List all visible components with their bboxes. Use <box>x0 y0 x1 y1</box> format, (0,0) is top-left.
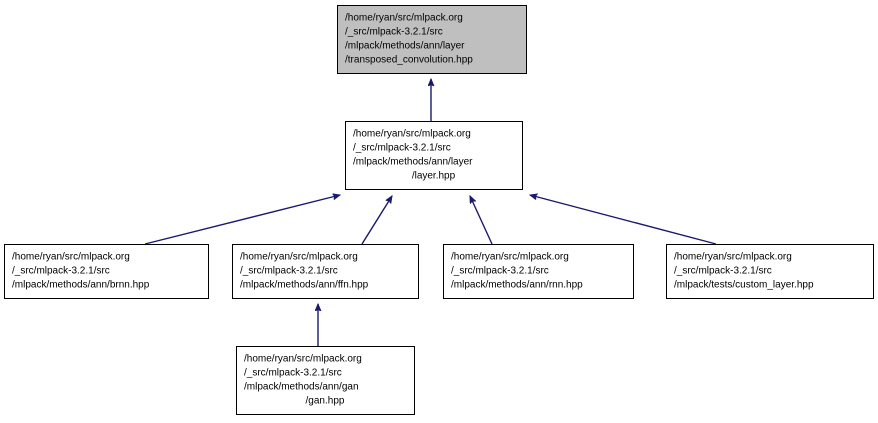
node-label-line: /_src/mlpack-3.2.1/src <box>451 266 549 277</box>
node-box-layer[interactable] <box>345 121 523 190</box>
graph-edge-ffn-to-layer <box>361 196 392 245</box>
node-label-line: /_src/mlpack-3.2.1/src <box>353 143 451 154</box>
graph-node-ffn[interactable]: /home/ryan/src/mlpack.org /_src/mlpack-3.… <box>232 244 419 299</box>
node-label-line: /mlpack/methods/ann/layer <box>353 157 473 168</box>
node-box-gan[interactable] <box>236 346 415 415</box>
node-label-line: /mlpack/tests/custom_layer.hpp <box>674 280 814 291</box>
node-label-line: /home/ryan/src/mlpack.org <box>345 13 463 24</box>
graph-node-rnn[interactable]: /home/ryan/src/mlpack.org /_src/mlpack-3.… <box>443 244 634 299</box>
graph-node-transposed_convolution[interactable]: /home/ryan/src/mlpack.org /_src/mlpack-3.… <box>337 5 527 74</box>
node-label-line: /_src/mlpack-3.2.1/src <box>12 266 110 277</box>
node-label-line: /_src/mlpack-3.2.1/src <box>674 266 772 277</box>
node-box-rnn[interactable] <box>443 244 634 299</box>
graph-edge-custom_layer-to-layer <box>530 195 717 245</box>
node-label-line: /home/ryan/src/mlpack.org <box>240 252 358 263</box>
node-label-line: /_src/mlpack-3.2.1/src <box>345 27 443 38</box>
node-label-line: /_src/mlpack-3.2.1/src <box>244 368 342 379</box>
node-label-line: /home/ryan/src/mlpack.org <box>244 354 362 365</box>
graph-nodes: /home/ryan/src/mlpack.org /_src/mlpack-3.… <box>4 5 874 415</box>
node-label-line: /_src/mlpack-3.2.1/src <box>240 266 338 277</box>
node-label-line: /transposed_convolution.hpp <box>345 55 473 66</box>
node-label-line: /home/ryan/src/mlpack.org <box>12 252 130 263</box>
node-label-line: /mlpack/methods/ann/rnn.hpp <box>451 280 583 291</box>
node-label-line: /mlpack/methods/ann/layer <box>345 41 465 52</box>
node-box-brnn[interactable] <box>4 244 209 299</box>
node-label-line: /mlpack/methods/ann/ffn.hpp <box>240 280 369 291</box>
graph-edges <box>144 79 717 346</box>
graph-node-layer[interactable]: /home/ryan/src/mlpack.org /_src/mlpack-3.… <box>345 121 523 190</box>
node-box-transposed_convolution[interactable] <box>337 5 527 74</box>
graph-edge-brnn-to-layer <box>144 195 340 245</box>
graph-edge-rnn-to-layer <box>469 196 493 245</box>
node-box-custom_layer[interactable] <box>666 244 874 299</box>
graph-node-custom_layer[interactable]: /home/ryan/src/mlpack.org /_src/mlpack-3.… <box>666 244 874 299</box>
graph-node-gan[interactable]: /home/ryan/src/mlpack.org /_src/mlpack-3.… <box>236 346 415 415</box>
graph-node-brnn[interactable]: /home/ryan/src/mlpack.org /_src/mlpack-3.… <box>4 244 209 299</box>
node-label-line: /gan.hpp <box>306 396 345 407</box>
node-label-line: /home/ryan/src/mlpack.org <box>451 252 569 263</box>
node-label-line: /home/ryan/src/mlpack.org <box>674 252 792 263</box>
node-label-line: /layer.hpp <box>412 171 456 182</box>
node-label-line: /home/ryan/src/mlpack.org <box>353 129 471 140</box>
node-label-line: /mlpack/methods/ann/gan <box>244 382 359 393</box>
node-box-ffn[interactable] <box>232 244 419 299</box>
node-label-line: /mlpack/methods/ann/brnn.hpp <box>12 280 150 291</box>
